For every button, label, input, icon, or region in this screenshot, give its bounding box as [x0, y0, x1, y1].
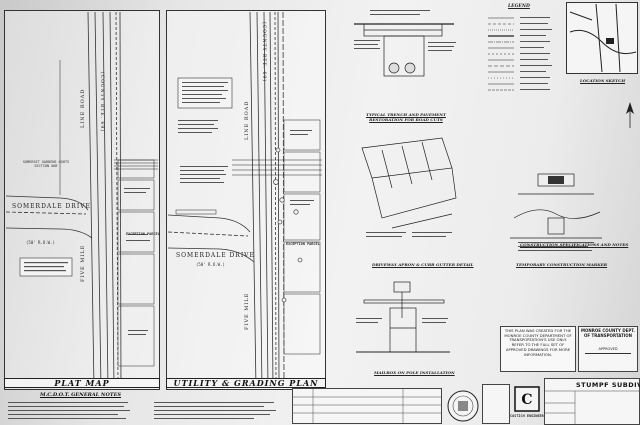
trench-detail-drawing	[354, 10, 456, 77]
county-header: MONROE COUNTY DEPT. OF TRANSPORTATION	[581, 328, 635, 338]
location-sketch-title: LOCATION SKETCH	[580, 78, 626, 83]
utility-line-road-label: LINE ROAD	[244, 100, 250, 140]
utility-county-route-label: (COUNTY RTE. 69)	[261, 22, 266, 82]
driveway-apron-drawing	[361, 137, 457, 237]
sheet-info-block	[482, 384, 510, 424]
north-arrow-icon	[626, 102, 634, 128]
legend-title: LEGEND	[508, 4, 530, 9]
general-notes-title: M.C.D.O.T. GENERAL NOTES	[40, 392, 121, 398]
plat-map-panel	[4, 10, 160, 390]
driveway-apron-title: DRIVEWAY APRON & CURB GUTTER DETAIL	[372, 262, 474, 267]
plat-map-drawing	[5, 11, 158, 389]
plat-map-title: PLAT MAP	[4, 378, 160, 388]
mcdot-use-note: THIS PLAN WAS CREATED FOR THE MONROE COU…	[500, 326, 576, 372]
utility-somerdale-label: SOMERDALE DRIVE	[176, 252, 255, 259]
temporary-marker-title: TEMPORARY CONSTRUCTION MARKER	[516, 262, 608, 267]
svg-text:C: C	[521, 392, 532, 408]
county-approval-box: MONROE COUNTY DEPT. OF TRANSPORTATION AP…	[578, 326, 638, 372]
utility-plan-drawing	[167, 11, 322, 389]
legend-lines	[488, 17, 552, 91]
utility-exception-parcel: EXCEPTION PARCEL	[286, 242, 320, 246]
project-title: STUMPF SUBDIVISION	[576, 381, 640, 389]
firm-name: COSTICH ENGINEERING	[510, 414, 551, 418]
mailbox-post-title: MAILBOX ON POLE INSTALLATION	[374, 370, 455, 375]
plat-subdivision-note: SOMERSET GARDENS HGHTS SECTION ONE	[22, 160, 70, 168]
mailbox-post-drawing	[356, 281, 450, 353]
location-sketch-panel	[566, 2, 638, 74]
nys-seal-icon	[447, 390, 479, 422]
utility-five-mile-label: FIVE MILE	[244, 292, 250, 330]
utility-plan-title: UTILITY & GRADING PLAN	[166, 378, 326, 388]
revision-block	[292, 388, 442, 424]
plat-row-label: (50' R.O.W.)	[26, 240, 55, 245]
location-sketch-map	[569, 3, 637, 73]
utility-row-label: (50' R.O.W.)	[196, 262, 225, 267]
costich-logo-icon: C	[514, 386, 540, 412]
construction-marker-drawing	[510, 173, 602, 251]
trench-detail-title: TYPICAL TRENCH AND PAVEMENT RESTORATION …	[366, 112, 446, 122]
approved-label: APPROVED	[598, 346, 618, 351]
construction-specs-title: CONSTRUCTION SPECIFICATIONS AND NOTES	[520, 242, 629, 247]
plat-exception-parcel: EXCEPTION PARCEL	[126, 232, 160, 236]
plat-somerdale-label: SOMERDALE DRIVE	[12, 203, 91, 210]
general-notes-text	[8, 402, 276, 419]
